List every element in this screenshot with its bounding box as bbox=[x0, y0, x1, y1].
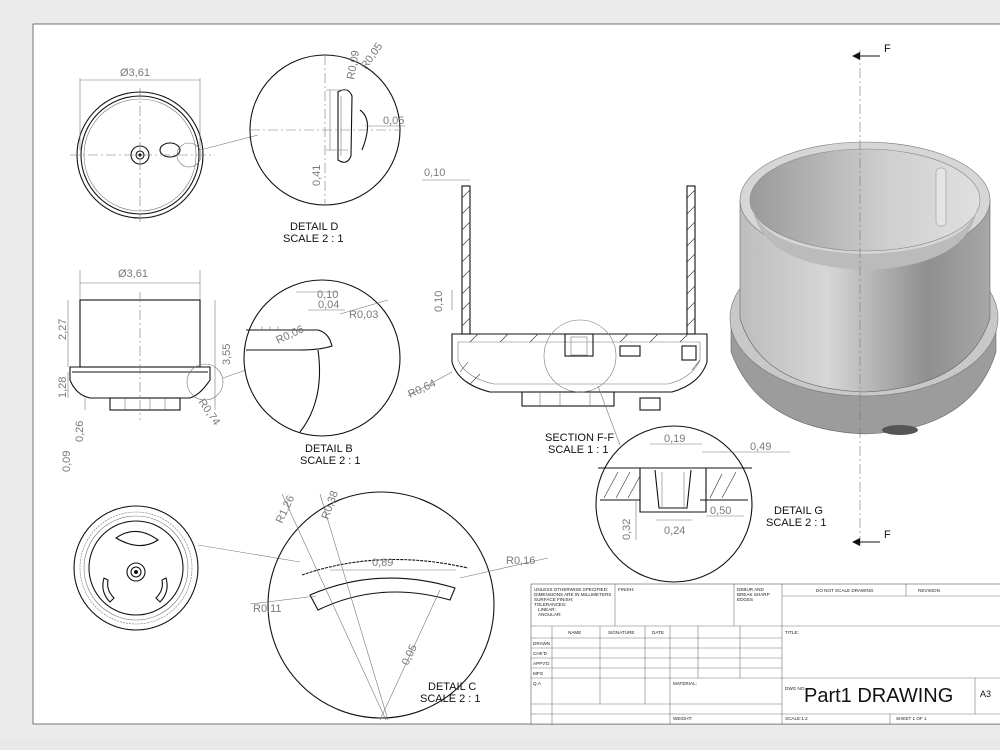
front-view: Ø3,61 2,27 1,28 0,26 0,09 3,55 bbox=[57, 268, 247, 472]
tb-row-chkd: CHK'D bbox=[533, 651, 548, 656]
dim-g024: 0,24 bbox=[664, 525, 685, 537]
dim-d041: 0,41 bbox=[311, 165, 323, 186]
detail-g-scale: SCALE 2 : 1 bbox=[766, 517, 827, 529]
cutting-plane-f: F F bbox=[852, 43, 891, 548]
dim-g049: 0,49 bbox=[750, 441, 771, 453]
tb-note-6: ANGULAR: bbox=[538, 612, 562, 617]
detail-b-title: DETAIL B bbox=[305, 443, 353, 455]
bottom-view bbox=[73, 505, 301, 631]
detail-g: 0,19 0,49 0,32 0,24 0,50 DETAIL G SCALE … bbox=[595, 425, 827, 583]
dim-h026: 0,26 bbox=[74, 421, 86, 442]
tb-deburr-1: DEBUR AND bbox=[737, 587, 764, 592]
dim-s010a: 0,10 bbox=[424, 167, 445, 179]
tb-col-name: NAME bbox=[568, 630, 581, 635]
dim-r003: R0,03 bbox=[349, 309, 378, 321]
detail-d-scale: SCALE 2 : 1 bbox=[283, 233, 344, 245]
dim-h227: 2,27 bbox=[57, 319, 69, 340]
section-title: SECTION F-F bbox=[545, 432, 614, 444]
dim-front-dia: Ø3,61 bbox=[118, 268, 148, 280]
dim-s010b: 0,10 bbox=[433, 291, 445, 312]
tb-note-5: LINEAR: bbox=[538, 607, 556, 612]
tb-drawing-title: Part1 DRAWING bbox=[804, 685, 953, 707]
tb-note-3: SURFACE FINISH: bbox=[534, 597, 573, 602]
dim-h128: 1,28 bbox=[57, 377, 69, 398]
detail-c-scale: SCALE 2 : 1 bbox=[420, 693, 481, 705]
detail-g-title: DETAIL G bbox=[774, 505, 823, 517]
dim-r011: R0,11 bbox=[253, 603, 282, 615]
tb-deburr-2: BREAK SHARP bbox=[737, 592, 770, 597]
section-scale: SCALE 1 : 1 bbox=[548, 444, 609, 456]
top-view: Ø3,61 bbox=[70, 67, 259, 222]
detail-c: 0,89 R1,26 R0,38 R0,16 R0,11 0,05 DETAIL… bbox=[249, 489, 549, 721]
detail-c-title: DETAIL C bbox=[428, 681, 476, 693]
tb-weight: WEIGHT: bbox=[673, 716, 692, 721]
tb-note-4: TOLERANCES: bbox=[534, 602, 566, 607]
tb-row-appvd: APPV'D bbox=[533, 661, 550, 666]
tb-finish: FINISH: bbox=[618, 587, 634, 592]
dim-d005: 0,05 bbox=[383, 115, 404, 127]
dim-r009: R0,09 bbox=[345, 50, 362, 81]
tb-row-qa: Q.A bbox=[533, 681, 542, 686]
dim-g050: 0,50 bbox=[710, 505, 731, 517]
tb-note-2: DIMENSIONS ARE IN MILLIMETERS bbox=[534, 592, 611, 597]
dim-g032: 0,32 bbox=[621, 519, 633, 540]
tb-sheet-size: A3 bbox=[980, 689, 991, 699]
section-view: 0,10 0,10 bbox=[406, 167, 708, 456]
tb-revision: REVISION bbox=[918, 588, 940, 593]
detail-b-scale: SCALE 2 : 1 bbox=[300, 455, 361, 467]
tb-col-signature: SIGNATURE bbox=[608, 630, 634, 635]
dim-b004: 0,04 bbox=[318, 299, 339, 311]
dim-g019: 0,19 bbox=[664, 433, 685, 445]
window-bottom-strip bbox=[0, 740, 1000, 750]
dim-top-dia: Ø3,61 bbox=[120, 67, 150, 79]
dim-c089: 0,89 bbox=[372, 557, 393, 569]
dim-b010: 0,10 bbox=[317, 289, 338, 301]
tb-col-date: DATE bbox=[652, 630, 664, 635]
cut-label-bottom: F bbox=[884, 529, 891, 541]
tb-scale: SCALE:1:2 bbox=[785, 716, 808, 721]
tb-no-scale: DO NOT SCALE DRAWING bbox=[816, 588, 874, 593]
tb-sheet: SHEET 1 OF 1 bbox=[896, 716, 927, 721]
title-block: UNLESS OTHERWISE SPECIFIED: DIMENSIONS A… bbox=[530, 583, 1000, 725]
tb-title-label: TITLE: bbox=[785, 630, 799, 635]
dim-h009: 0,09 bbox=[61, 451, 73, 472]
detail-d-title: DETAIL D bbox=[290, 221, 338, 233]
tb-material: MATERIAL: bbox=[673, 681, 697, 686]
tb-note-1: UNLESS OTHERWISE SPECIFIED: bbox=[534, 587, 608, 592]
tb-row-drawn: DRAWN bbox=[533, 641, 550, 646]
cut-label-top: F bbox=[884, 43, 891, 55]
detail-d: 0,41 R0,09 R0,05 0,05 DETAIL D SCALE 2 :… bbox=[249, 41, 405, 245]
isometric-view bbox=[729, 141, 999, 435]
dim-r016: R0,16 bbox=[506, 555, 535, 567]
tb-row-mfg: MFG bbox=[533, 671, 544, 676]
dim-h355: 3,55 bbox=[221, 344, 233, 365]
tb-dwg-no: DWG NO. bbox=[785, 686, 806, 691]
tb-deburr-3: EDGES bbox=[737, 597, 753, 602]
